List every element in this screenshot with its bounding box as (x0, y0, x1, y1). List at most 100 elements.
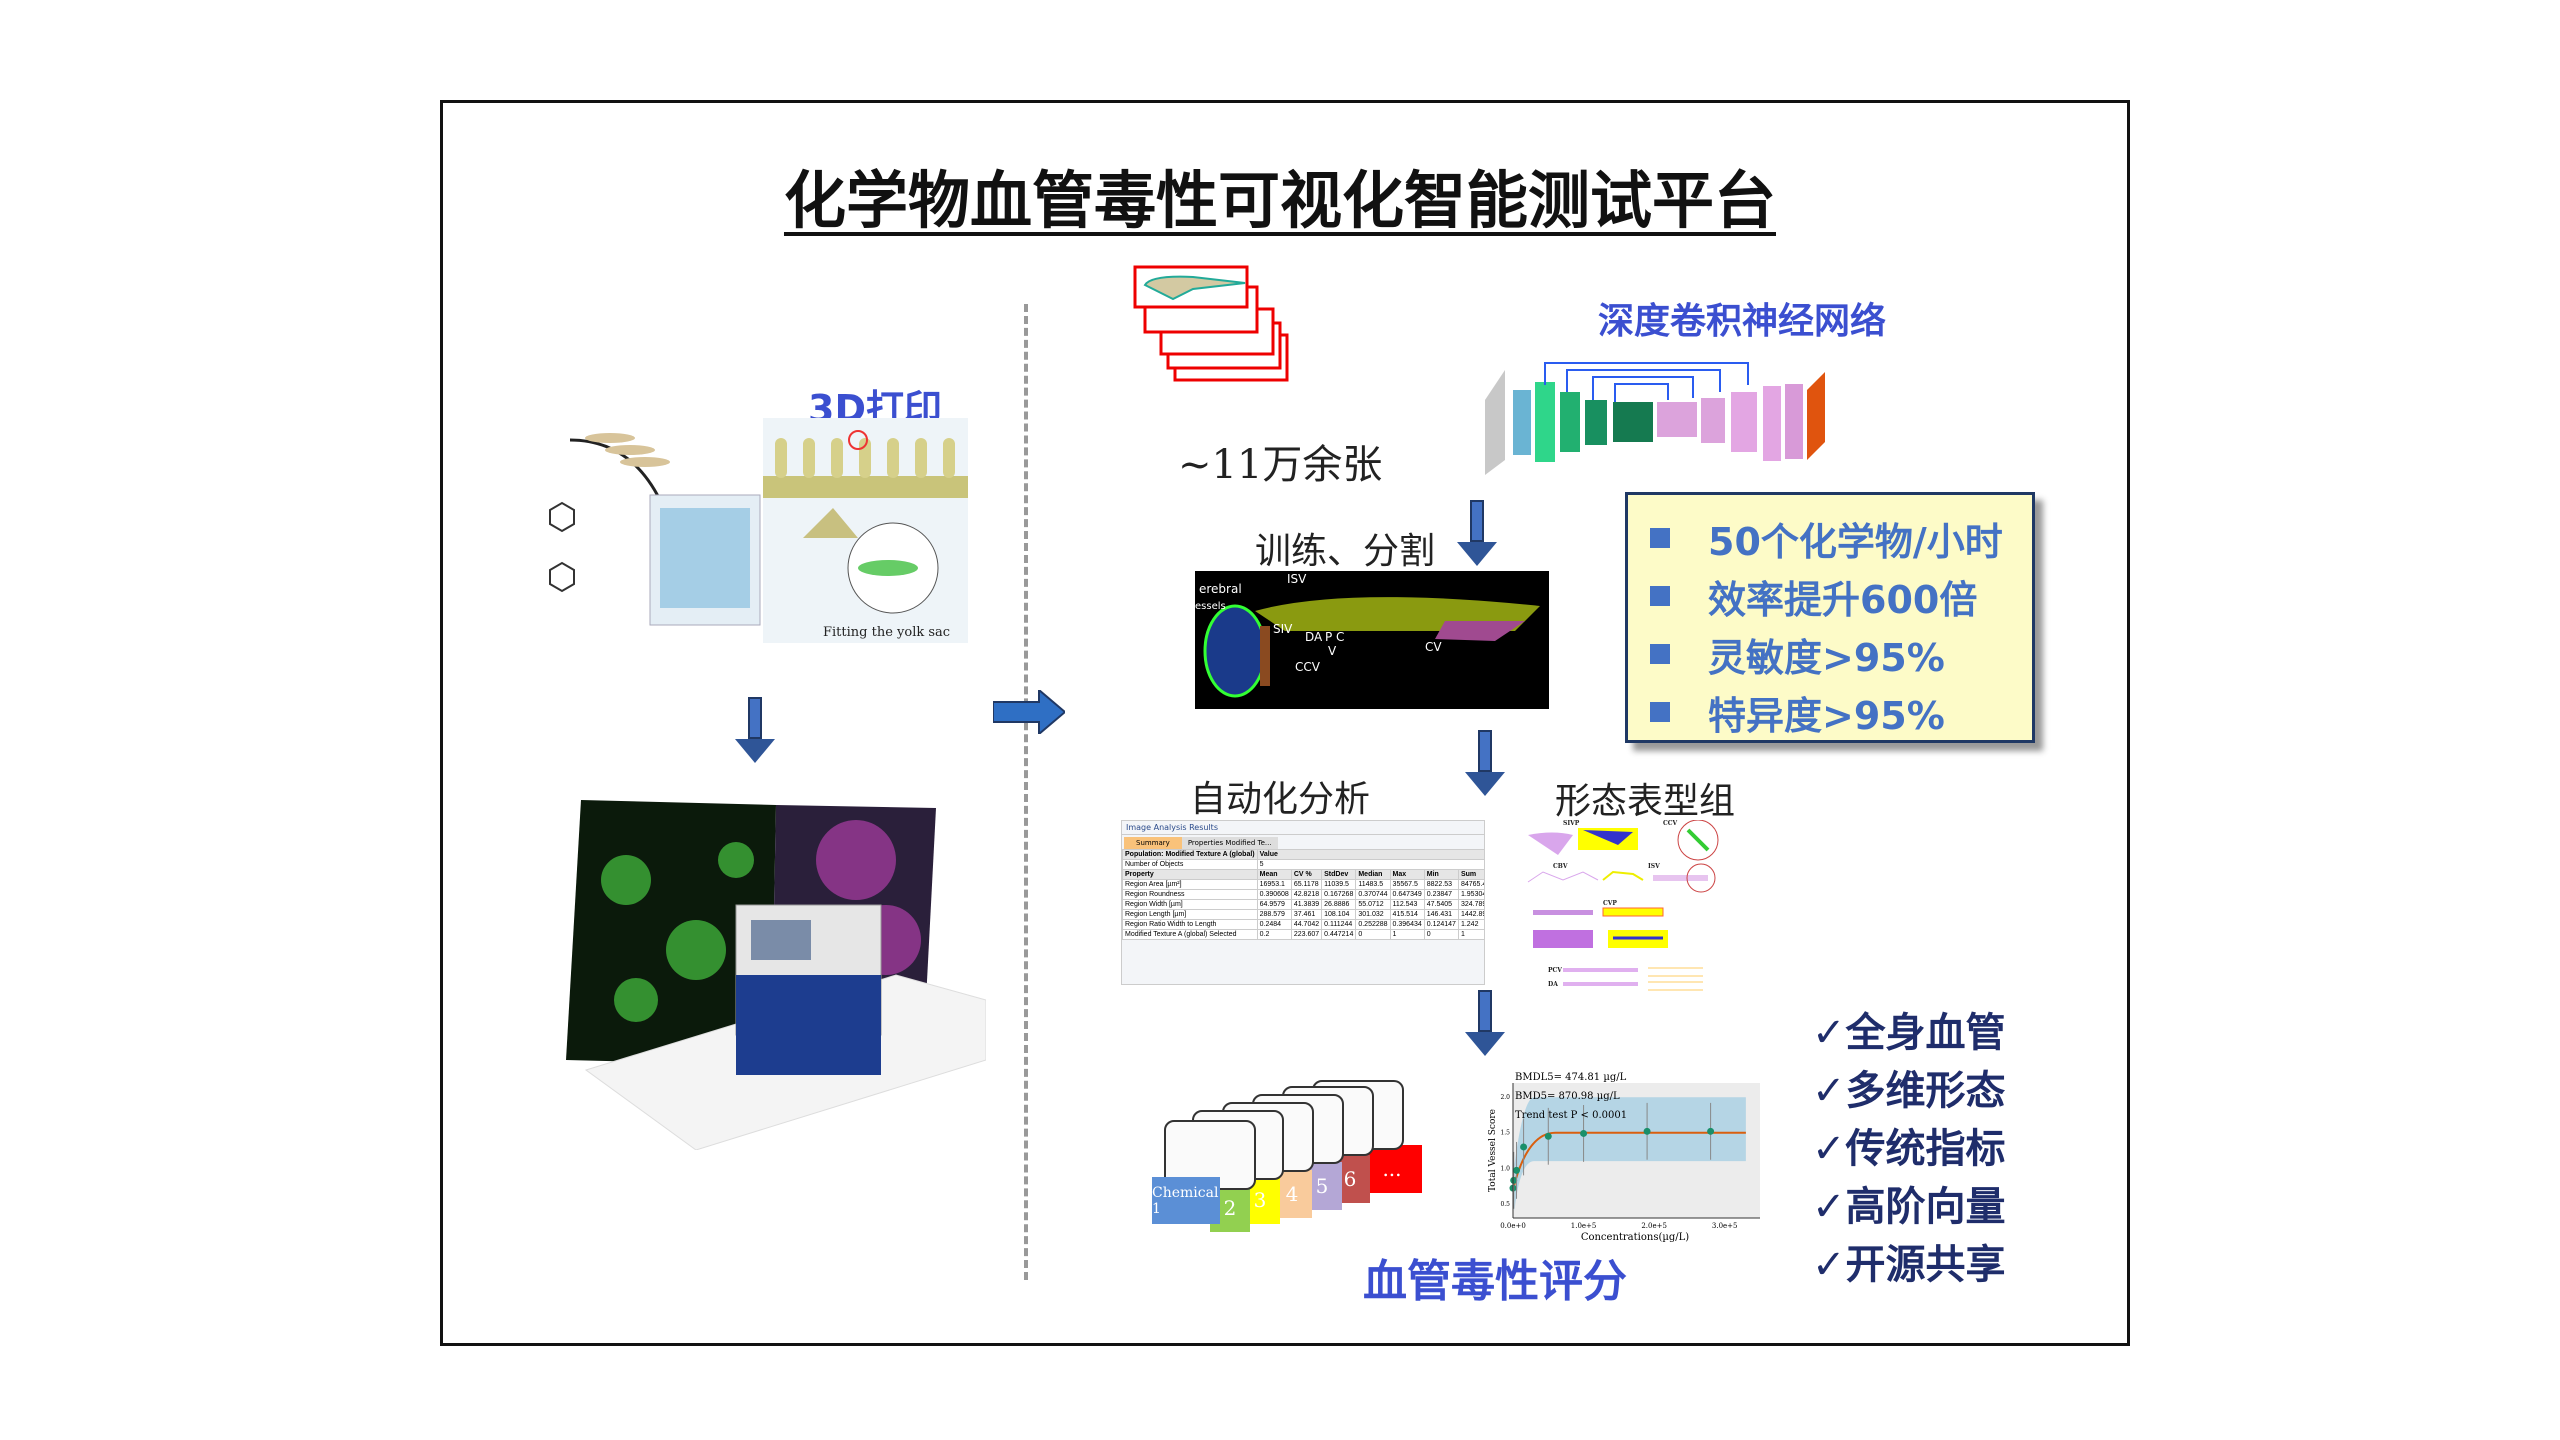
chart-annotation: BMDL5= 474.81 µg/L (1515, 1072, 1627, 1083)
table-cell: 0 (1355, 929, 1391, 940)
feature-item: ✓全身血管 (1812, 1010, 2006, 1056)
highlight-item: 效率提升600倍 (1650, 567, 2032, 625)
microscope-imaging-image (566, 800, 986, 1150)
table-cell: 146.431 (1423, 909, 1459, 920)
chemical-tab: ... (1362, 1145, 1422, 1193)
table-cell: 415.514 (1389, 909, 1425, 920)
y-axis-label: Total Vessel Score (1488, 1109, 1498, 1192)
table-cell: CV % (1290, 869, 1323, 880)
morph-tag: CCV (1663, 820, 1678, 827)
results-table: Population: Modified Texture A (global)V… (1122, 849, 1484, 940)
table-cell: 1.95304 (1457, 889, 1484, 900)
table-cell: 84765.4 (1457, 879, 1484, 890)
seg-label: ISV (1287, 572, 1307, 586)
chemical-cards: ... 6 5 4 3 2 Chemical 1 (1152, 1080, 1432, 1232)
highlight-item: 特异度>95% (1650, 683, 2032, 741)
table-cell: 26.8886 (1321, 899, 1357, 910)
bullet-square-icon (1650, 586, 1670, 606)
seg-label: V (1328, 644, 1337, 658)
seg-label: CV (1425, 640, 1442, 654)
feature-list: ✓全身血管 ✓多维形态 ✓传统指标 ✓高阶向量 ✓开源共享 (1812, 1004, 2006, 1294)
down-arrow (735, 697, 775, 763)
table-cell: Region Length [µm] (1122, 909, 1258, 920)
table-cell: 0.23847 (1423, 889, 1459, 900)
table-cell: StdDev (1321, 869, 1357, 880)
seg-label: SIV (1273, 622, 1293, 636)
window-title: Image Analysis Results (1122, 821, 1484, 835)
table-cell: 0.396434 (1389, 919, 1425, 930)
table-cell: 0.124147 (1423, 919, 1459, 930)
feature-item: ✓传统指标 (1812, 1126, 2006, 1172)
table-cell: Region Width [µm] (1122, 899, 1258, 910)
table-cell: 0.647349 (1389, 889, 1425, 900)
bullet-square-icon (1650, 528, 1670, 548)
slide-title: 化学物血管毒性可视化智能测试平台 (783, 164, 1776, 237)
tab-properties[interactable]: Properties Modified Te... (1181, 837, 1278, 849)
highlight-item: 灵敏度>95% (1650, 625, 2032, 683)
yolk-caption: Fitting the yolk sac (823, 625, 950, 640)
y-tick-label: 1.5 (1500, 1130, 1510, 1137)
table-cell: 41.3839 (1290, 899, 1323, 910)
table-cell: Region Area [µm²] (1122, 879, 1258, 890)
table-cell: 0.390608 (1256, 889, 1292, 900)
seg-label: essels (1195, 601, 1226, 612)
zebrafish-image-stack (1133, 265, 1289, 382)
x-tick-label: 3.0e+5 (1712, 1222, 1738, 1230)
results-table-window: Image Analysis Results Summary Propertie… (1121, 820, 1485, 985)
table-cell: 35567.5 (1389, 879, 1425, 890)
highlight-item: 50个化学物/小时 (1650, 509, 2032, 567)
vascular-toxicity-score-label: 血管毒性评分 (1363, 1256, 1627, 1307)
table-cell: 223.607 (1290, 929, 1323, 940)
morph-tag: SIVP (1563, 820, 1580, 827)
train-segment-label: 训练、分割 (1255, 531, 1436, 572)
chart-annotation: BMD5= 870.98 µg/L (1515, 1091, 1620, 1102)
seg-label: erebral (1199, 582, 1242, 596)
table-cell: Region Ratio Width to Length (1122, 919, 1258, 930)
zebrafish-plate-image (549, 433, 761, 626)
table-cell: 44.7042 (1290, 919, 1323, 930)
morphology-label: 形态表型组 (1555, 781, 1736, 822)
seg-label: DA (1305, 630, 1323, 644)
table-cell: 42.8218 (1290, 889, 1323, 900)
highlights-box: 50个化学物/小时 效率提升600倍 灵敏度>95% 特异度>95% (1625, 492, 2035, 743)
x-tick-label: 1.0e+5 (1571, 1222, 1597, 1230)
data-point (1580, 1129, 1588, 1137)
data-point (1643, 1127, 1651, 1135)
morph-tag: ISV (1648, 863, 1660, 870)
cnn-architecture-diagram (1485, 362, 1825, 475)
table-cell: Region Roundness (1122, 889, 1258, 900)
table-cell: 64.9579 (1256, 899, 1292, 910)
table-cell: Min (1423, 869, 1459, 880)
chart-annotation: Trend test P < 0.0001 (1515, 1110, 1627, 1121)
bullet-square-icon (1650, 702, 1670, 722)
down-arrow (1465, 730, 1505, 796)
bullet-square-icon (1650, 644, 1670, 664)
tab-summary[interactable]: Summary (1124, 837, 1182, 849)
morphology-phenotype-images: SIVP CCV CBV ISV CVP PCV DA (1527, 820, 1719, 991)
table-cell: 37.461 (1290, 909, 1323, 920)
morph-tag: PCV (1548, 967, 1562, 974)
table-cell: 301.032 (1355, 909, 1391, 920)
y-tick-label: 1.0 (1500, 1165, 1510, 1172)
x-tick-label: 2.0e+5 (1641, 1222, 1667, 1230)
down-arrow (1457, 500, 1497, 566)
table-cell: 288.579 (1256, 909, 1292, 920)
table-cell: 1442.89 (1457, 909, 1484, 920)
table-cell: 55.0712 (1355, 899, 1391, 910)
table-cell: Median (1355, 869, 1391, 880)
slide-frame (440, 100, 2130, 1346)
y-tick-label: 0.5 (1500, 1201, 1510, 1208)
table-cell: 11483.5 (1355, 879, 1391, 890)
table-cell: Modified Texture A (global) Selected (1122, 929, 1258, 940)
morph-tag: CBV (1553, 863, 1568, 870)
table-cell: Sum (1457, 869, 1484, 880)
table-cell: 324.789 (1457, 899, 1484, 910)
feature-item: ✓高阶向量 (1812, 1184, 2006, 1230)
table-cell: 0.447214 (1321, 929, 1357, 940)
